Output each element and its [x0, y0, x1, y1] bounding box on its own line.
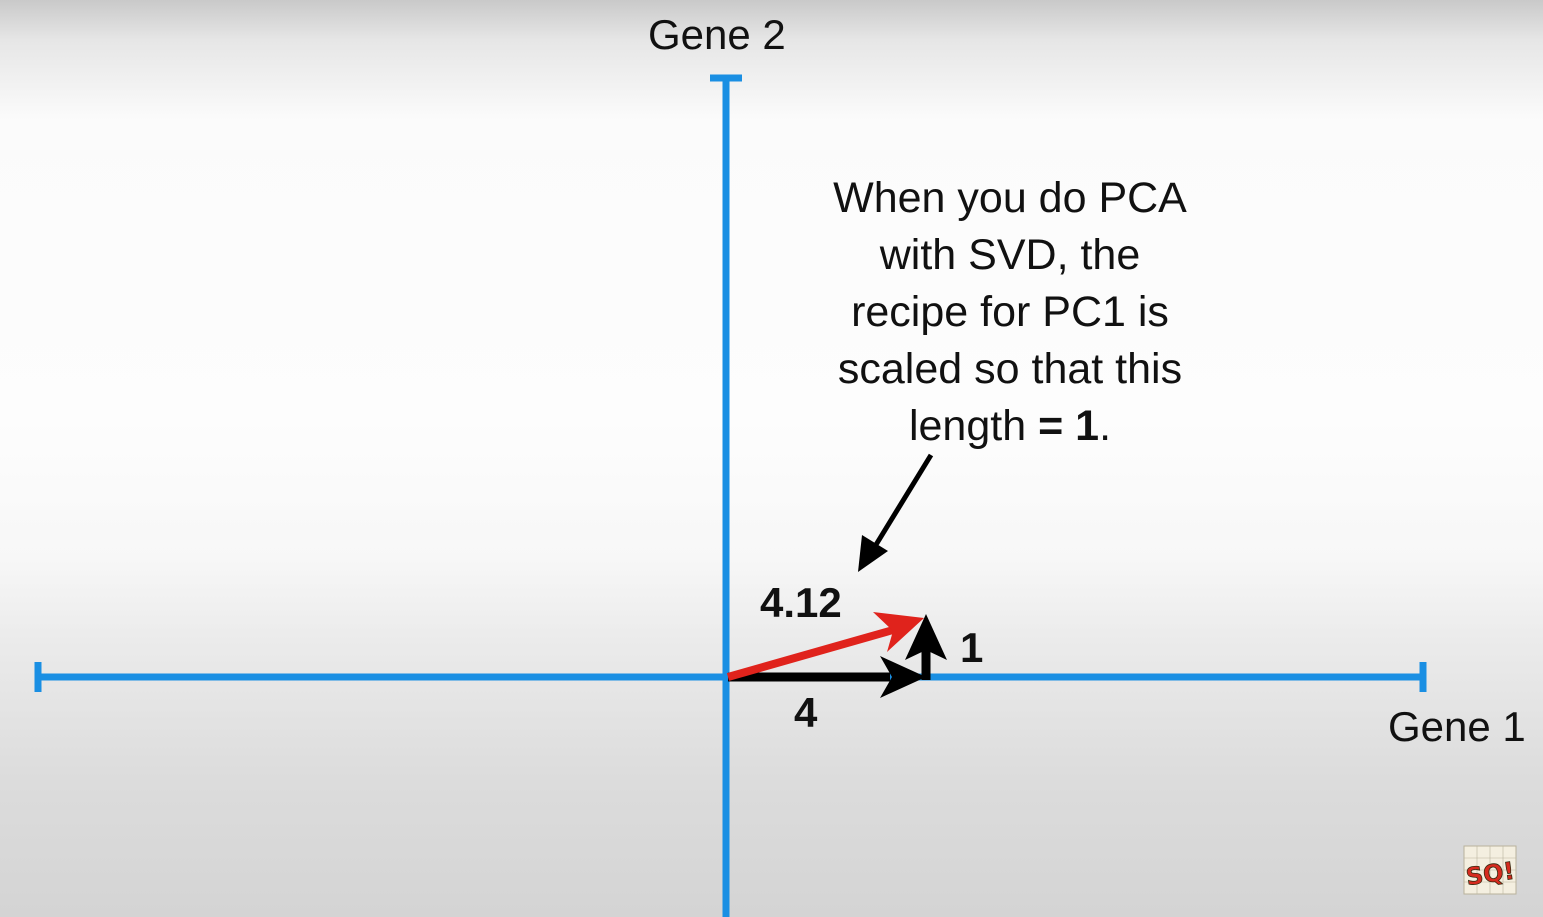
- callout-line-5-suffix: .: [1099, 402, 1112, 450]
- horizontal-vector-arrowhead: [880, 656, 926, 698]
- hypotenuse-vector-shaft: [726, 624, 902, 681]
- vertical-length-label: 1: [960, 624, 984, 671]
- callout-text: When you do PCA with SVD, the recipe for…: [790, 170, 1230, 455]
- hypotenuse-length-label: 4.12: [760, 579, 842, 626]
- gene1-axis-label: Gene 1: [1388, 703, 1526, 750]
- callout-line-4: scaled so that this: [837, 345, 1183, 393]
- callout-line-2: with SVD, the: [879, 231, 1141, 279]
- callout-line-5-bold: = 1: [1038, 402, 1100, 450]
- statquest-logo-icon: SQ!: [1463, 845, 1517, 895]
- callout-pointer-shaft: [871, 453, 934, 550]
- callout-line-5-prefix: length: [908, 402, 1039, 450]
- callout-pointer-arrowhead: [858, 535, 888, 572]
- vertical-vector-arrowhead: [905, 614, 947, 660]
- hypotenuse-vector-arrowhead: [873, 612, 924, 652]
- gene2-axis-label: Gene 2: [648, 11, 786, 58]
- horizontal-length-label: 4: [794, 689, 818, 736]
- callout-line-5: length = 1.: [790, 398, 1230, 455]
- callout-line-1: When you do PCA: [833, 174, 1187, 222]
- callout-line-3: recipe for PC1 is: [851, 288, 1169, 336]
